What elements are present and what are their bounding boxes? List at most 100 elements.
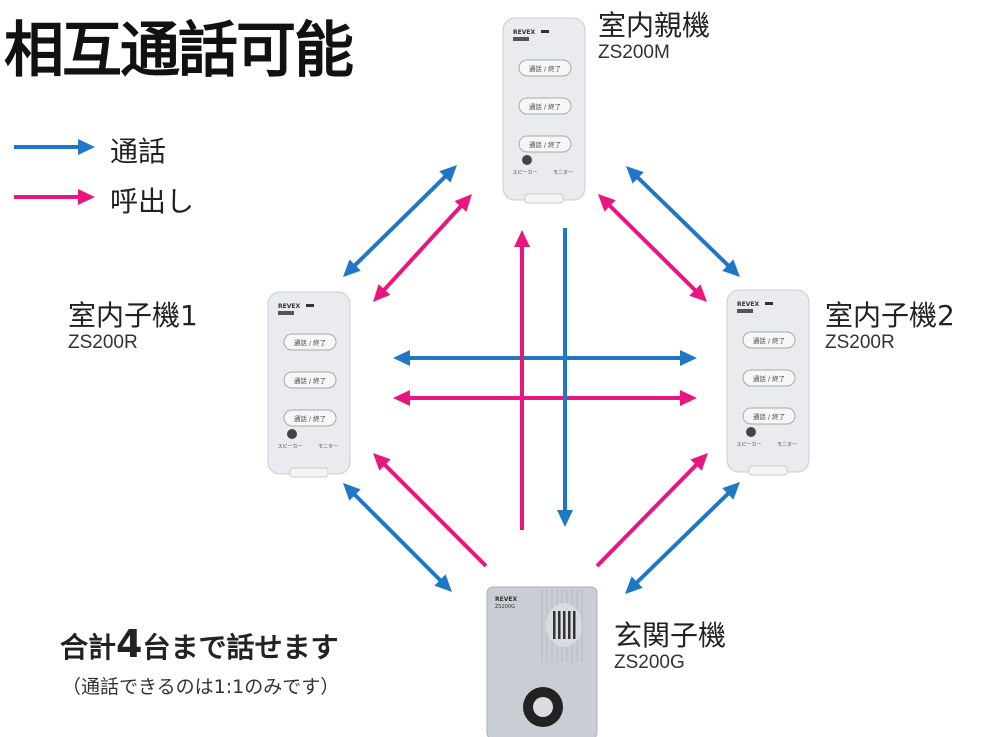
arrow-head bbox=[343, 483, 361, 501]
summary: 合計4台まで話せます bbox=[60, 622, 338, 666]
arrow-head bbox=[393, 350, 410, 366]
arrow-shaft bbox=[350, 171, 450, 271]
speaker-icon bbox=[522, 155, 532, 165]
device-model: ZS200G bbox=[614, 652, 685, 673]
arrow-call-master-entrance bbox=[557, 228, 573, 527]
device-stand bbox=[524, 193, 564, 204]
arrow-head bbox=[680, 350, 697, 366]
sub2-label: 室内子機2 ZS200R bbox=[825, 300, 955, 354]
call-end-label: 通話 / 終了 bbox=[529, 140, 561, 149]
led-indicator bbox=[306, 304, 314, 307]
speaker-icon bbox=[746, 427, 756, 437]
call-end-button bbox=[283, 333, 337, 351]
arrow-shaft bbox=[632, 488, 733, 588]
arrow-ring-sub1-sub2 bbox=[393, 390, 697, 406]
arrow-head bbox=[393, 390, 410, 406]
monitor-label: モニター bbox=[318, 443, 338, 450]
master-label: 室内親機 ZS200M bbox=[598, 10, 710, 64]
device-tag bbox=[737, 309, 753, 313]
arrow-head bbox=[626, 166, 644, 184]
speaker-slot bbox=[573, 611, 576, 639]
arrow-ring-master-sub2 bbox=[598, 194, 707, 302]
call-end-button bbox=[742, 331, 796, 349]
call-end-button bbox=[518, 97, 572, 115]
speaker-slot bbox=[568, 611, 571, 639]
brand-logo: REVEX bbox=[278, 303, 300, 310]
arrow-head bbox=[680, 390, 697, 406]
arrow-head bbox=[454, 194, 472, 212]
led-indicator bbox=[541, 30, 549, 33]
call-end-label: 通話 / 終了 bbox=[753, 336, 785, 345]
legend-call-label: 通話 bbox=[110, 135, 167, 168]
speaker-slot bbox=[553, 611, 556, 639]
arrow-shaft bbox=[379, 201, 466, 295]
device-tag bbox=[278, 311, 294, 315]
device-model: ZS200R bbox=[68, 332, 138, 353]
device-model: ZS200R bbox=[825, 332, 895, 353]
arrow-shaft bbox=[380, 460, 488, 568]
arrow-head bbox=[722, 482, 740, 500]
call-end-label: 通話 / 終了 bbox=[294, 414, 326, 423]
arrow-head bbox=[514, 230, 530, 247]
call-end-button bbox=[283, 409, 337, 427]
arrow-ring-master-sub1 bbox=[373, 194, 472, 302]
summary-post: 台まで話せます bbox=[142, 631, 339, 664]
arrow-call-sub1-sub2 bbox=[393, 350, 697, 366]
device-name: 室内子機2 bbox=[825, 299, 955, 332]
monitor-label: モニター bbox=[777, 441, 797, 448]
arrow-call-sub2-entrance bbox=[625, 482, 740, 594]
brand-logo: REVEX bbox=[737, 301, 759, 308]
call-end-label: 通話 / 終了 bbox=[529, 64, 561, 73]
summary-note: （通話できるのは1:1のみです） bbox=[62, 676, 340, 698]
call-end-label: 通話 / 終了 bbox=[753, 374, 785, 383]
call-end-label: 通話 / 終了 bbox=[753, 412, 785, 421]
speaker-label: スピーカー bbox=[277, 444, 302, 450]
brand-logo: REVEX bbox=[513, 29, 535, 36]
call-end-label: 通話 / 終了 bbox=[529, 102, 561, 111]
device-model: ZS200M bbox=[598, 42, 670, 63]
arrow-call-sub1-entrance bbox=[343, 483, 452, 592]
arrow-ring-entrance-sub1 bbox=[373, 453, 488, 568]
arrow-shaft bbox=[350, 490, 445, 585]
sub1-label: 室内子機1 ZS200R bbox=[68, 300, 198, 354]
arrow-head bbox=[689, 284, 707, 302]
speaker-label: スピーカー bbox=[736, 442, 761, 448]
arrow-head bbox=[598, 194, 616, 212]
arrow-shaft bbox=[605, 201, 700, 295]
arrow-head bbox=[373, 453, 391, 471]
legend-ring-label: 呼出し bbox=[110, 185, 195, 218]
legend-call-arrow bbox=[14, 139, 95, 155]
entrance-label: 玄関子機 ZS200G bbox=[614, 620, 726, 674]
arrow-head bbox=[557, 510, 573, 527]
monitor-label: モニター bbox=[553, 169, 573, 176]
arrow-head bbox=[343, 259, 361, 277]
device-stand bbox=[748, 465, 788, 476]
device-name: 玄関子機 bbox=[614, 619, 727, 652]
arrow-shaft bbox=[633, 172, 733, 271]
arrow-head bbox=[722, 259, 740, 277]
call-end-button bbox=[518, 135, 572, 153]
arrow-head bbox=[434, 574, 452, 592]
call-end-button bbox=[742, 369, 796, 387]
led-indicator bbox=[765, 302, 773, 305]
call-end-label: 通話 / 終了 bbox=[294, 338, 326, 347]
summary-count: 4 bbox=[116, 622, 143, 666]
entrance-model-tag: ZS200G bbox=[495, 604, 515, 610]
page-title: 相互通話可能 bbox=[4, 16, 354, 86]
arrow-call-master-sub1 bbox=[343, 165, 457, 277]
legend-ring-arrow bbox=[14, 189, 95, 205]
arrow-head bbox=[78, 139, 95, 155]
arrow-call-master-sub2 bbox=[626, 166, 740, 277]
arrow-head bbox=[78, 189, 95, 205]
device-stand bbox=[289, 467, 329, 478]
device-tag bbox=[513, 37, 529, 41]
call-end-button bbox=[742, 407, 796, 425]
arrow-ring-entrance-sub2 bbox=[595, 453, 708, 568]
call-end-button bbox=[283, 371, 337, 389]
call-end-label: 通話 / 終了 bbox=[294, 376, 326, 385]
arrow-ring-entrance-master bbox=[514, 230, 530, 530]
